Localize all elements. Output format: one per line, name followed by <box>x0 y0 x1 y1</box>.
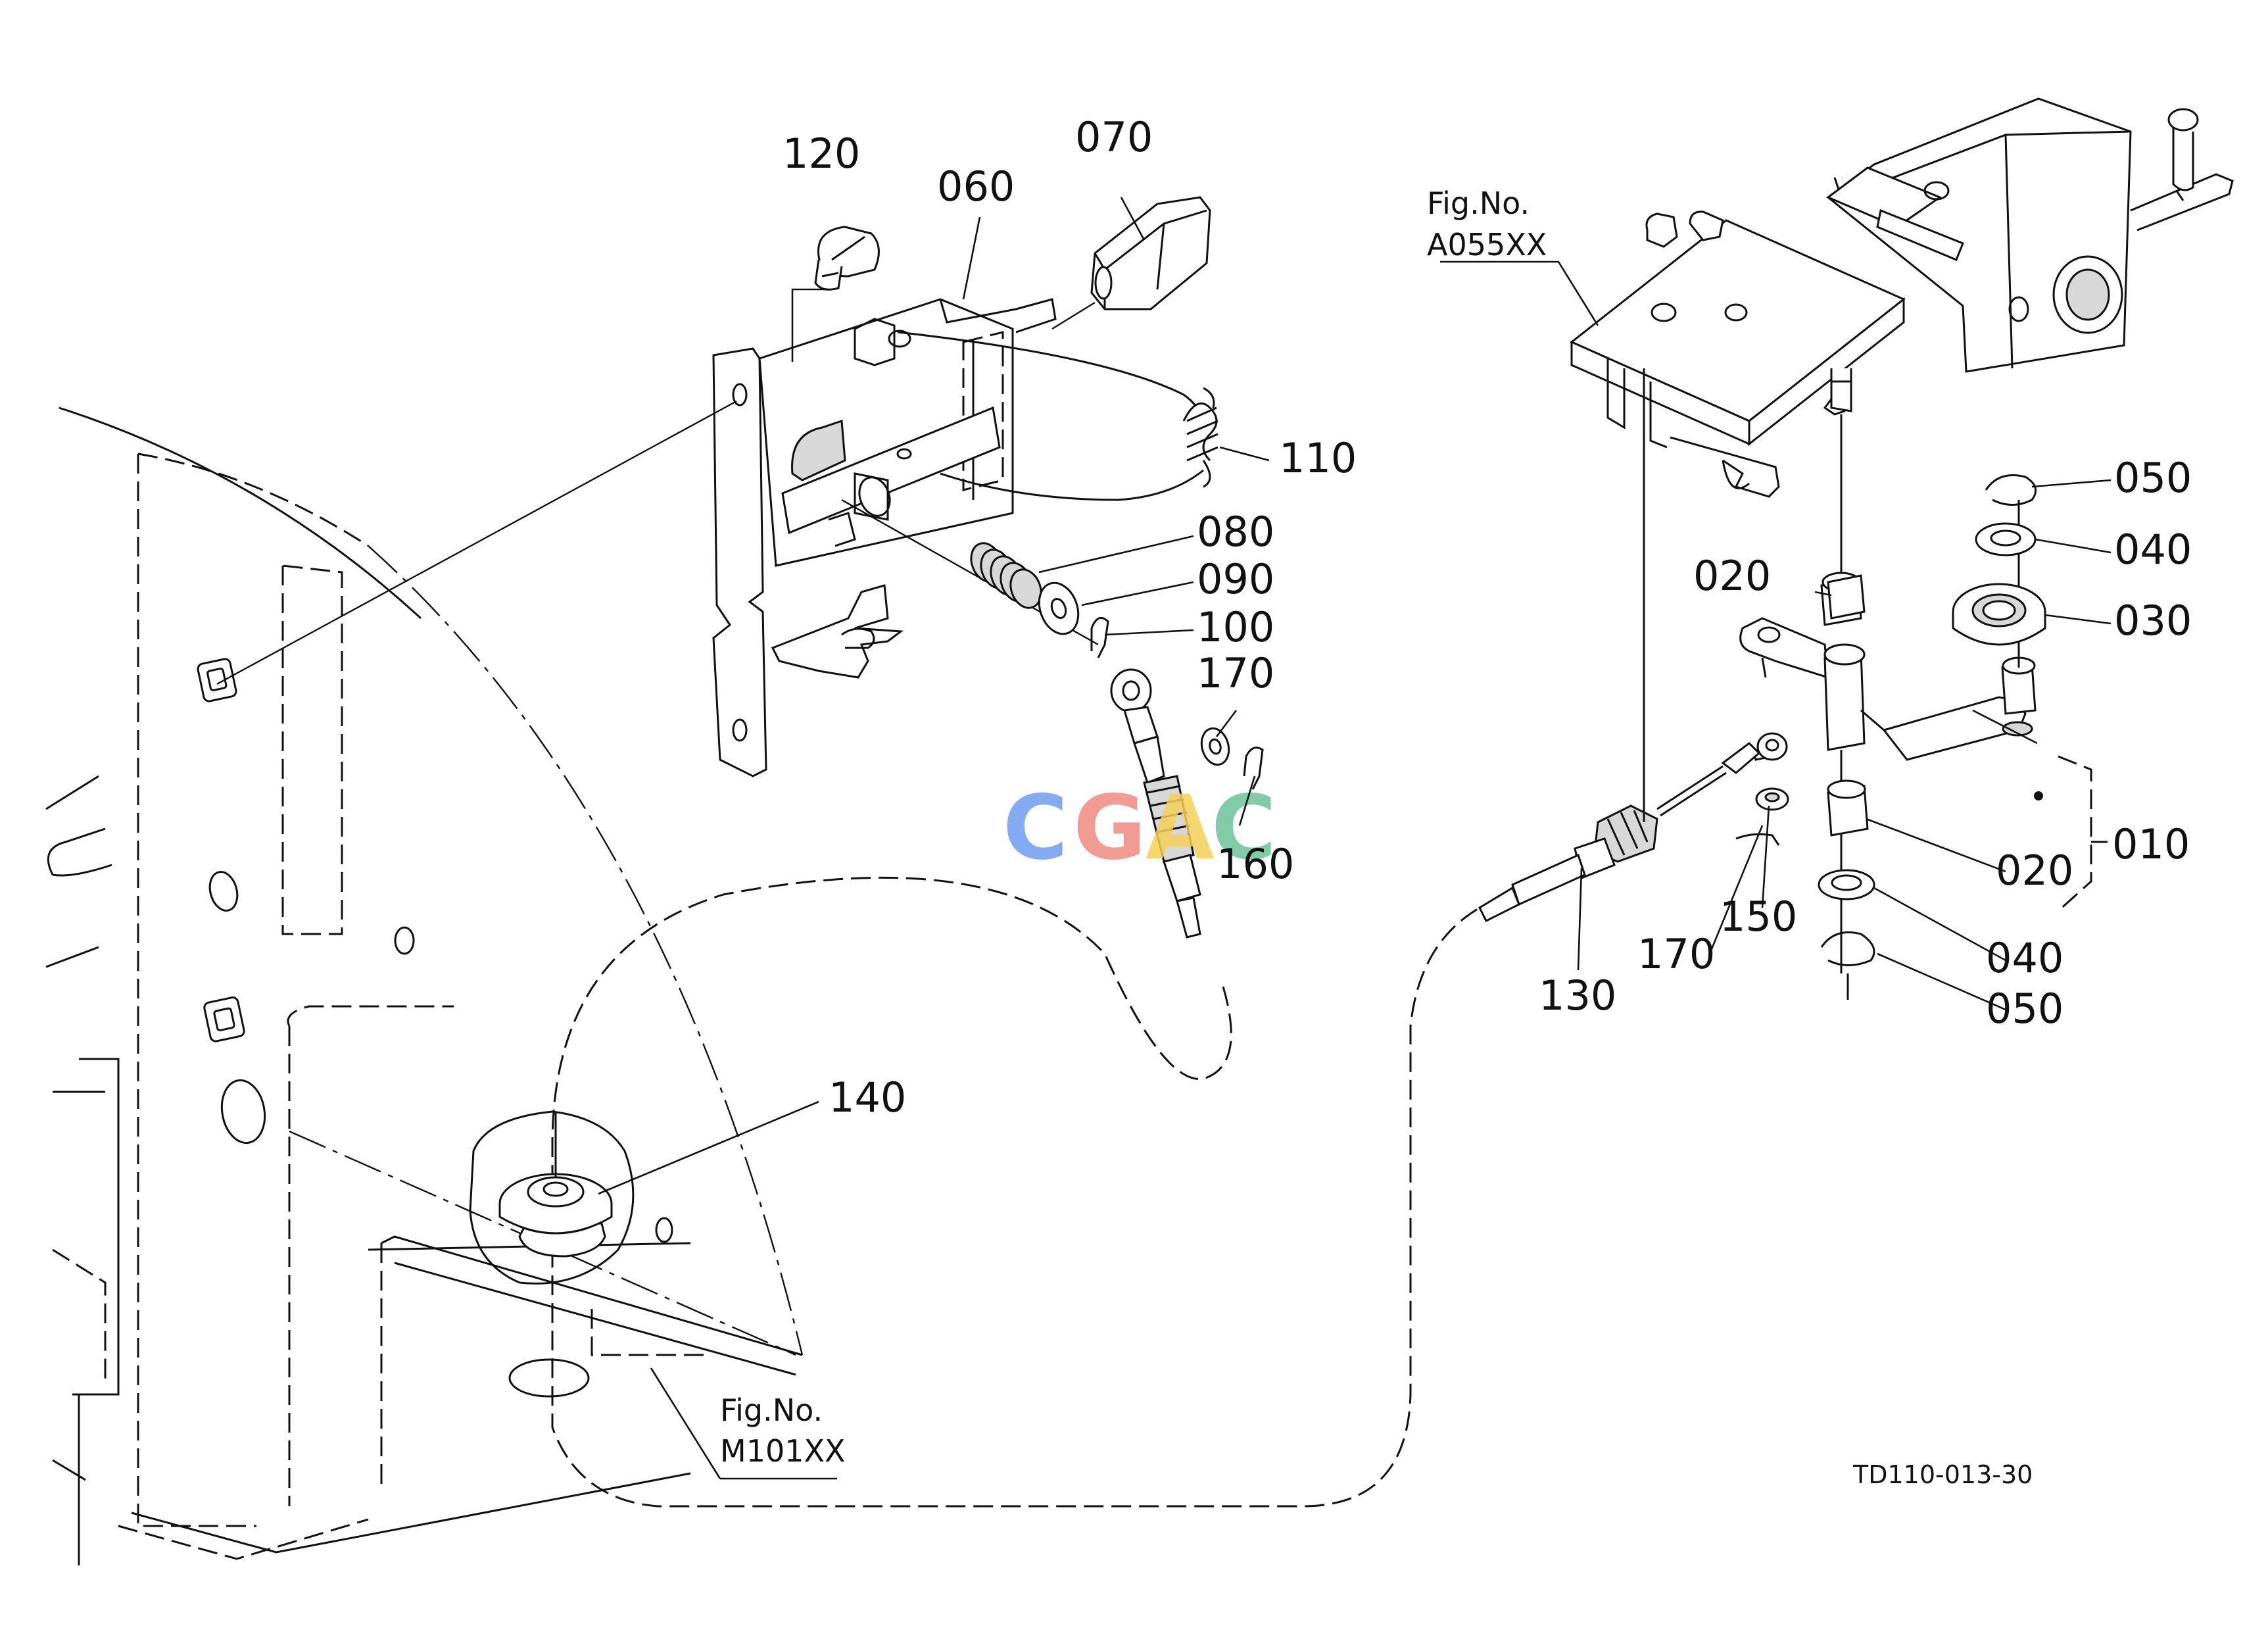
return-spring <box>897 331 1218 501</box>
callout-150: 150 <box>1720 893 1797 941</box>
small-spring-and-washer <box>970 542 1109 658</box>
leader-lines <box>598 197 2111 1480</box>
callout-160: 160 <box>1217 840 1294 888</box>
circlip-upper <box>1985 474 2037 506</box>
washer-upper <box>1975 522 2037 556</box>
bushing-upper <box>1827 574 1866 620</box>
bushing-lower <box>1827 779 1869 837</box>
bearing <box>1952 583 2046 646</box>
callout-040-lower: 040 <box>1986 934 2063 982</box>
fig-ref-m101-label: Fig.No. <box>720 1392 823 1428</box>
bracket-assembly <box>712 298 1099 777</box>
callout-040-upper: 040 <box>2114 526 2192 574</box>
watermark-a: A <box>1146 776 1214 879</box>
drawing-code: TD110-013-30 <box>1852 1460 2033 1489</box>
callout-090: 090 <box>1197 555 1274 603</box>
callout-130: 130 <box>1539 971 1616 1020</box>
grommet <box>469 1110 635 1285</box>
callout-100: 100 <box>1197 603 1274 651</box>
watermark-g: G <box>1073 776 1146 879</box>
watermark-c2: C <box>1211 776 1276 879</box>
callout-140: 140 <box>829 1073 906 1121</box>
callout-170-right: 170 <box>1637 930 1715 978</box>
cable-end-right <box>1478 368 1789 923</box>
callout-110: 110 <box>1279 434 1357 482</box>
frame-panel <box>45 406 804 1565</box>
group-bracket-010 <box>2057 755 2092 912</box>
callout-120: 120 <box>783 130 860 178</box>
cable-end-left <box>1110 668 1264 939</box>
watermark: C G A C <box>1003 776 1276 879</box>
washer-lower <box>1818 869 1875 900</box>
fig-ref-a055-label: Fig.No. <box>1427 185 1530 221</box>
callout-080: 080 <box>1197 508 1274 556</box>
fig-ref-m101-number: M101XX <box>720 1433 846 1469</box>
callout-010: 010 <box>2112 820 2190 868</box>
pointer-dot <box>2034 791 2043 800</box>
callout-050-lower: 050 <box>1986 985 2063 1033</box>
callout-060: 060 <box>937 162 1015 210</box>
callout-170-left: 170 <box>1197 649 1274 697</box>
callout-020-lower: 020 <box>1996 847 2073 895</box>
callout-050-upper: 050 <box>2114 454 2192 502</box>
circlip-lower <box>1820 931 1875 966</box>
callout-030: 030 <box>2114 597 2192 645</box>
fig-ref-a055-number: A055XX <box>1427 227 1547 262</box>
knob <box>1051 196 1211 330</box>
watermark-c1: C <box>1003 776 1068 879</box>
pedal-housing <box>1570 97 2234 498</box>
callout-070: 070 <box>1075 113 1153 161</box>
flange-bolt <box>216 226 880 685</box>
callout-020-upper: 020 <box>1693 552 1771 600</box>
cable-routing <box>551 876 1493 1508</box>
